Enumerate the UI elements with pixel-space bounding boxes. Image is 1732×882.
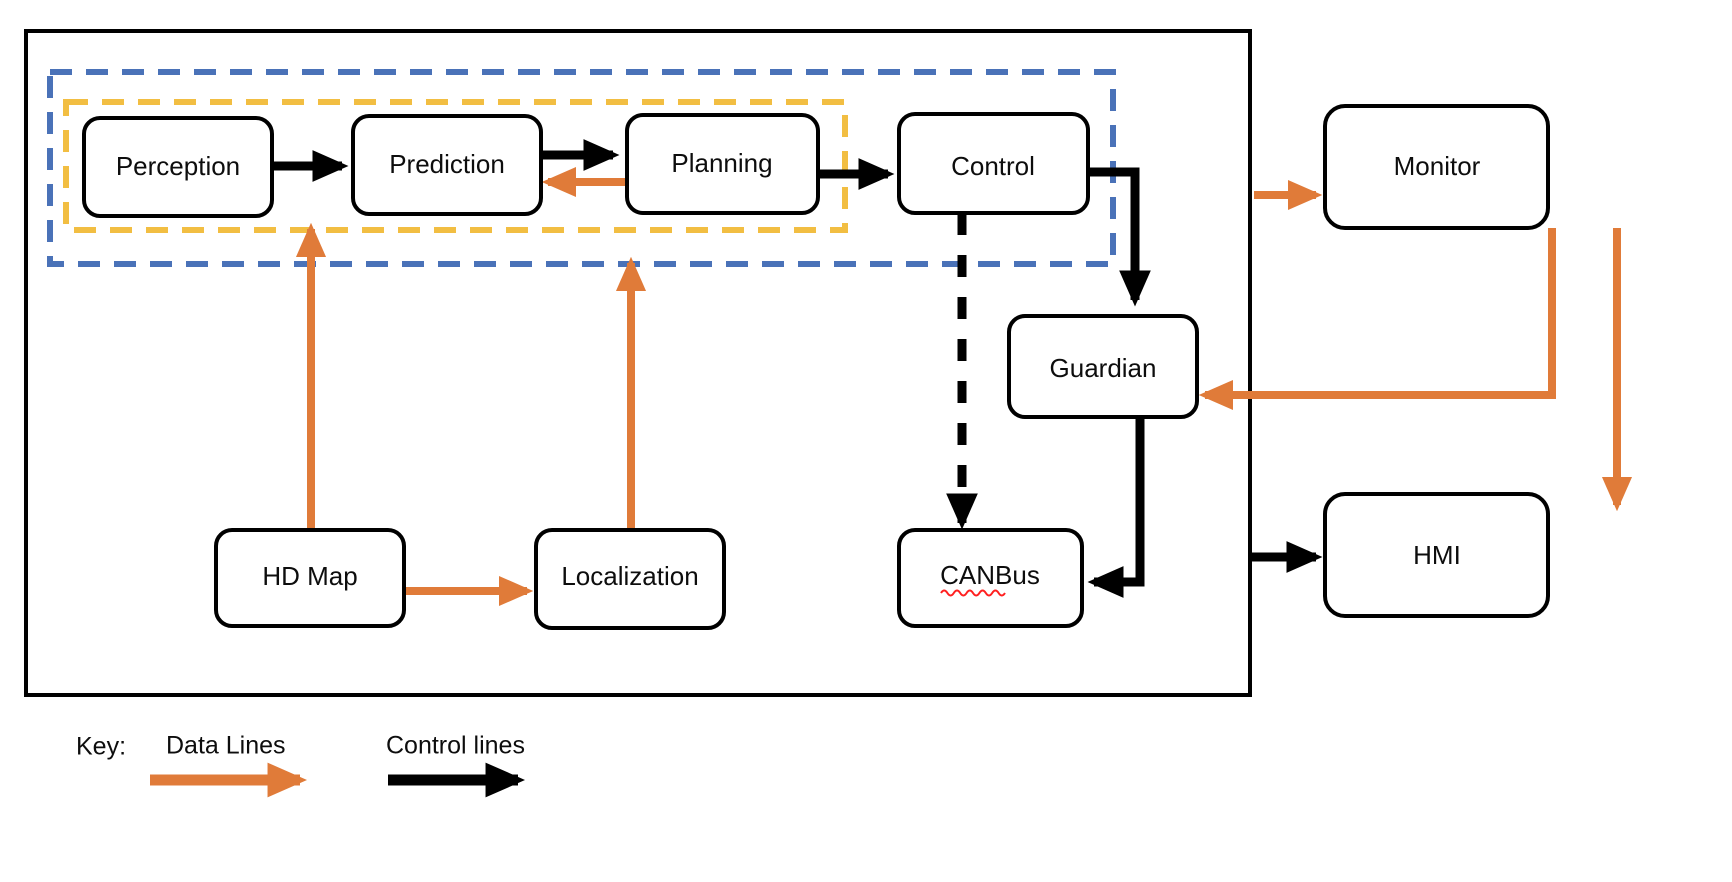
edge-guardian-to-canbus bbox=[1087, 417, 1145, 598]
node-hmi-box[interactable] bbox=[1323, 492, 1550, 618]
node-planning[interactable]: Planning bbox=[625, 113, 820, 215]
node-monitor-box[interactable] bbox=[1323, 104, 1550, 230]
node-monitor[interactable]: Monitor bbox=[1323, 104, 1550, 230]
node-localization-box[interactable] bbox=[534, 528, 726, 630]
node-guardian-label: Guardian bbox=[1050, 353, 1157, 383]
node-planning-box[interactable] bbox=[625, 113, 820, 215]
node-prediction-label: Prediction bbox=[389, 149, 505, 179]
node-hmi-label: HMI bbox=[1413, 540, 1461, 570]
node-hd-map-label: HD Map bbox=[262, 561, 357, 591]
node-planning-label: Planning bbox=[671, 148, 772, 178]
legend-control-lines-label: Control lines bbox=[386, 732, 525, 760]
node-prediction-box[interactable] bbox=[351, 114, 543, 216]
edge-control-to-guardian bbox=[1088, 167, 1151, 307]
node-canbus[interactable]: CANBus bbox=[897, 528, 1084, 628]
node-guardian[interactable]: Guardian bbox=[1007, 314, 1199, 419]
node-canbus-label: CANBus bbox=[940, 560, 1040, 590]
legend-title: Key: bbox=[76, 733, 126, 761]
node-monitor-label: Monitor bbox=[1394, 151, 1481, 181]
node-hmi[interactable]: HMI bbox=[1323, 492, 1550, 618]
group-boundary-yellow bbox=[63, 99, 848, 233]
node-perception-box[interactable] bbox=[82, 116, 274, 218]
spellcheck-squiggle-icon bbox=[940, 589, 1006, 597]
node-localization[interactable]: Localization bbox=[534, 528, 726, 630]
node-hd-map-box[interactable] bbox=[214, 528, 406, 628]
node-perception[interactable]: Perception bbox=[82, 116, 274, 218]
node-canbus-box[interactable] bbox=[897, 528, 1084, 628]
node-guardian-box[interactable] bbox=[1007, 314, 1199, 419]
legend: Key: Data Lines Control lines bbox=[76, 732, 526, 798]
edge-monitor-to-guardian-data bbox=[1198, 228, 1556, 411]
node-hd-map[interactable]: HD Map bbox=[214, 528, 406, 628]
node-perception-label: Perception bbox=[116, 151, 240, 181]
node-control[interactable]: Control bbox=[897, 112, 1090, 215]
node-control-label: Control bbox=[951, 151, 1035, 181]
legend-data-lines-label: Data Lines bbox=[166, 732, 286, 760]
system-boundary-frame bbox=[24, 29, 1252, 697]
node-localization-label: Localization bbox=[561, 561, 698, 591]
node-prediction[interactable]: Prediction bbox=[351, 114, 543, 216]
node-control-box[interactable] bbox=[897, 112, 1090, 215]
